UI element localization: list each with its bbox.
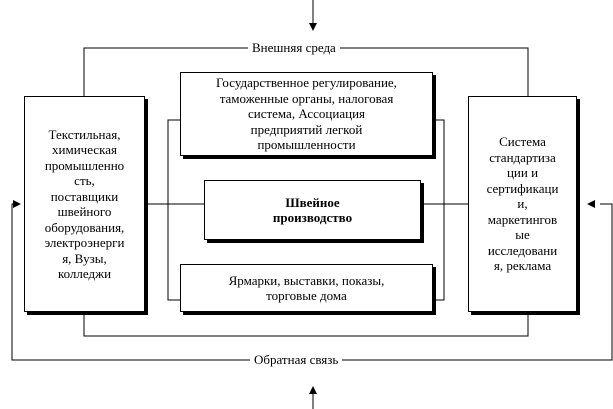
sewing-production-text: Швейное производство	[272, 194, 353, 226]
inner-bracket-left	[167, 119, 180, 301]
inner-bracket-right	[432, 119, 445, 301]
sewing-production-box: Швейное производство	[204, 180, 421, 240]
outer-environment-label: Внешняя среда	[248, 40, 340, 55]
standards-text: Система стандартиза ции и сертификаци и,…	[486, 134, 559, 274]
fairs-text: Ярмарки, выставки, показы, торговые дома	[228, 272, 385, 304]
standards-box: Система стандартиза ции и сертификаци и,…	[468, 96, 577, 312]
fairs-box: Ярмарки, выставки, показы, торговые дома	[180, 264, 433, 312]
regulation-box: Государственное регулирование, таможенны…	[180, 72, 433, 156]
suppliers-box: Текстильная, химическая промышленно сть,…	[24, 96, 145, 312]
suppliers-text: Текстильная, химическая промышленно сть,…	[44, 126, 125, 282]
regulation-text: Государственное регулирование, таможенны…	[216, 75, 397, 153]
outer-frame-bottom	[83, 312, 529, 337]
feedback-label: Обратная связь	[250, 352, 343, 367]
